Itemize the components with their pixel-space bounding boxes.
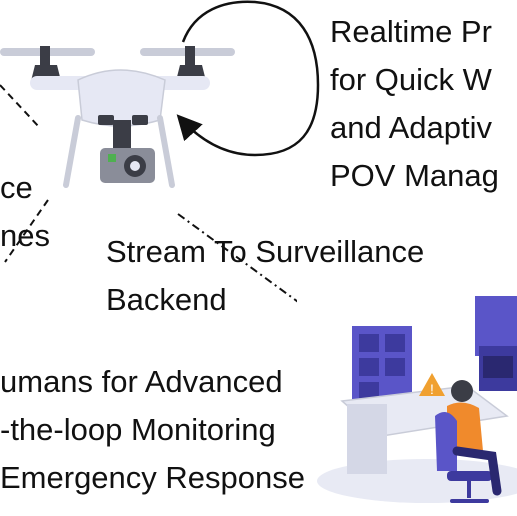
- loop-arrow-icon: [176, 0, 320, 157]
- label-stream-to-backend: Stream To Surveillance Backend: [106, 234, 425, 317]
- drone-icon: [0, 46, 235, 188]
- svg-text:!: !: [430, 381, 434, 397]
- label-humans-in-loop: umans for Advanced -the-loop Monitoring …: [0, 364, 305, 495]
- label-left-middle: ce nes: [0, 170, 50, 253]
- label-realtime-processing: Realtime Pr for Quick W and Adaptiv POV …: [330, 14, 499, 193]
- dashed-link-left-middle: [4, 199, 49, 263]
- dashed-link-upper-left: [0, 84, 41, 129]
- surveillance-operator-icon: !: [297, 266, 517, 516]
